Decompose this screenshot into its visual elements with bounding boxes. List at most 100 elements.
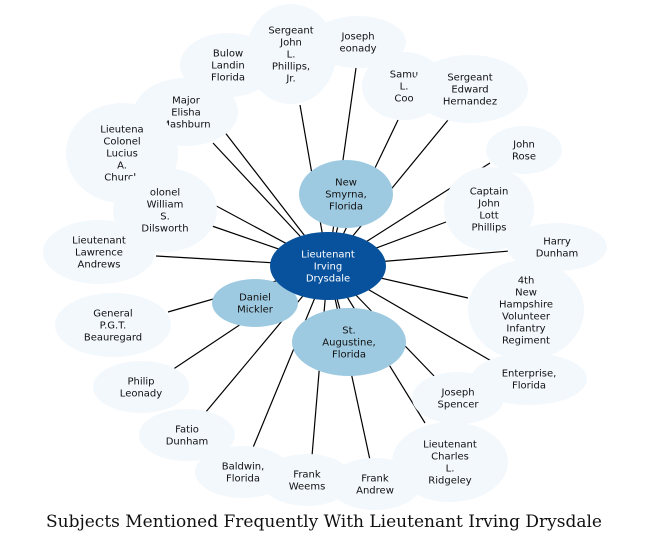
node-label-captain-john-phillips-0: Captain bbox=[470, 187, 509, 198]
edge-colonel-william-dilsworth bbox=[211, 225, 286, 252]
node-label-samuel-cook-1: L. bbox=[400, 82, 409, 93]
node-label-sergeant-john-phillips-1: John bbox=[279, 38, 302, 49]
node-shape-philip-leonady bbox=[93, 361, 189, 413]
node-label-st-augustine-florida-0: St. bbox=[342, 326, 355, 337]
node-label-harry-dunham-0: Harry bbox=[543, 237, 571, 248]
node-label-captain-john-phillips-1: John bbox=[477, 199, 500, 210]
node-shape-st-augustine-florida bbox=[292, 308, 406, 376]
node-label-frank-andrew-1: Andrew bbox=[356, 486, 394, 497]
node-label-major-elisha-mashburn-0: Major bbox=[172, 96, 201, 107]
node-shape-daniel-mickler bbox=[212, 279, 298, 327]
node-label-captain-john-phillips-3: Phillips bbox=[471, 223, 506, 234]
node-label-enterprise-florida-0: Enterprise, bbox=[502, 369, 557, 380]
node-label-fatio-dunham-1: Dunham bbox=[166, 437, 209, 448]
node-label-joseph-leonardy-0: Joseph bbox=[340, 32, 374, 43]
edge-harry-dunham bbox=[377, 250, 511, 263]
node-label-enterprise-florida-1: Florida bbox=[512, 381, 546, 392]
node-shape-captain-john-phillips bbox=[444, 167, 534, 251]
edge-bulow-landing bbox=[209, 112, 308, 240]
edge-4th-nh-volunteer-infantry bbox=[374, 276, 469, 299]
node-label-john-rose-1: Rose bbox=[512, 152, 536, 163]
node-label-general-beauregard-1: P.G.T. bbox=[100, 321, 127, 332]
node-label-lt-lawrence-andrews-0: Lieutenant bbox=[72, 236, 126, 247]
node-label-4th-nh-volunteer-infantry-2: Hampshire bbox=[499, 300, 553, 311]
node-label-4th-nh-volunteer-infantry-4: Infantry bbox=[506, 324, 545, 335]
node-shape-harry-dunham bbox=[507, 223, 607, 271]
node-st-augustine-florida[interactable]: St.Augustine,Florida bbox=[292, 308, 406, 376]
node-label-center-0: Lieutenant bbox=[301, 250, 355, 261]
node-label-colonel-william-dilsworth-1: William bbox=[147, 200, 184, 211]
node-label-center-1: Irving bbox=[314, 262, 342, 273]
node-label-daniel-mickler-0: Daniel bbox=[239, 293, 271, 304]
node-label-lt-charles-ridgeley-0: Lieutenant bbox=[423, 440, 477, 451]
node-label-captain-john-phillips-2: Lott bbox=[479, 211, 498, 222]
node-label-joseph-spencer-0: Joseph bbox=[440, 388, 474, 399]
node-label-baldwin-florida-0: Baldwin, bbox=[222, 462, 265, 473]
node-label-lt-charles-ridgeley-1: Charles bbox=[431, 452, 469, 463]
node-label-4th-nh-volunteer-infantry-3: Volunteer bbox=[502, 312, 551, 323]
node-label-sergeant-john-phillips-0: Sergeant bbox=[268, 26, 313, 37]
node-label-philip-leonady-1: Leonady bbox=[120, 389, 162, 400]
node-label-harry-dunham-1: Dunham bbox=[536, 249, 579, 260]
edge-captain-john-phillips bbox=[369, 221, 447, 251]
node-label-colonel-william-dilsworth-0: olonel bbox=[150, 188, 180, 199]
node-label-general-beauregard-0: General bbox=[93, 309, 132, 320]
node-label-lt-lawrence-andrews-2: Andrews bbox=[78, 260, 121, 271]
node-label-lt-col-lucius-church-4: Church bbox=[104, 173, 139, 184]
node-shape-sergeant-edward-hernandez bbox=[412, 55, 528, 123]
node-label-bulow-landing-2: Florida bbox=[211, 73, 245, 84]
node-label-joseph-spencer-1: Spencer bbox=[438, 400, 480, 411]
node-label-frank-weems-1: Weems bbox=[289, 482, 326, 493]
node-shape-new-smyrna-florida bbox=[299, 160, 393, 228]
node-label-samuel-cook-2: Coo bbox=[394, 94, 413, 105]
node-label-lt-col-lucius-church-0: Lieutena bbox=[100, 125, 143, 136]
node-shape-sergeant-john-phillips bbox=[246, 4, 336, 104]
node-label-lt-lawrence-andrews-1: Lawrence bbox=[75, 248, 123, 259]
edge-enterprise-florida bbox=[363, 286, 494, 363]
node-shape-frank-weems bbox=[261, 454, 353, 506]
node-shape-fatio-dunham bbox=[139, 409, 235, 461]
node-label-bulow-landing-1: Landin bbox=[211, 61, 245, 72]
node-shape-center bbox=[270, 232, 386, 300]
chart-title: Subjects Mentioned Frequently With Lieut… bbox=[45, 512, 602, 532]
node-enterprise-florida[interactable]: Enterprise,Florida bbox=[471, 353, 587, 405]
node-shape-4th-nh-volunteer-infantry bbox=[468, 260, 584, 360]
node-label-sergeant-john-phillips-2: L. bbox=[287, 50, 296, 61]
node-shape-john-rose bbox=[486, 126, 562, 174]
node-label-4th-nh-volunteer-infantry-5: Regiment bbox=[502, 336, 550, 347]
node-label-lt-col-lucius-church-1: Colonel bbox=[103, 137, 140, 148]
node-label-4th-nh-volunteer-infantry-1: New bbox=[515, 288, 537, 299]
node-label-fatio-dunham-0: Fatio bbox=[175, 425, 199, 436]
node-label-colonel-william-dilsworth-2: S. bbox=[160, 212, 170, 223]
node-label-john-rose-0: John bbox=[512, 140, 535, 151]
node-label-lt-charles-ridgeley-3: Ridgeley bbox=[428, 476, 472, 487]
node-label-sergeant-edward-hernandez-2: Hernandez bbox=[443, 97, 497, 108]
node-label-new-smyrna-florida-2: Florida bbox=[329, 202, 363, 213]
node-shape-lt-charles-ridgeley bbox=[392, 422, 508, 502]
node-label-sergeant-john-phillips-4: Jr. bbox=[285, 74, 295, 85]
node-label-bulow-landing-0: Bulow bbox=[213, 49, 243, 60]
node-label-samuel-cook-0: Samu bbox=[390, 70, 419, 81]
node-label-sergeant-edward-hernandez-1: Edward bbox=[451, 85, 488, 96]
node-shape-general-beauregard bbox=[55, 293, 171, 357]
node-label-lt-col-lucius-church-2: Lucius bbox=[106, 149, 138, 160]
node-label-new-smyrna-florida-0: New bbox=[335, 178, 357, 189]
node-label-st-augustine-florida-1: Augustine, bbox=[322, 338, 375, 349]
node-shape-joseph-leonardy bbox=[310, 16, 406, 68]
